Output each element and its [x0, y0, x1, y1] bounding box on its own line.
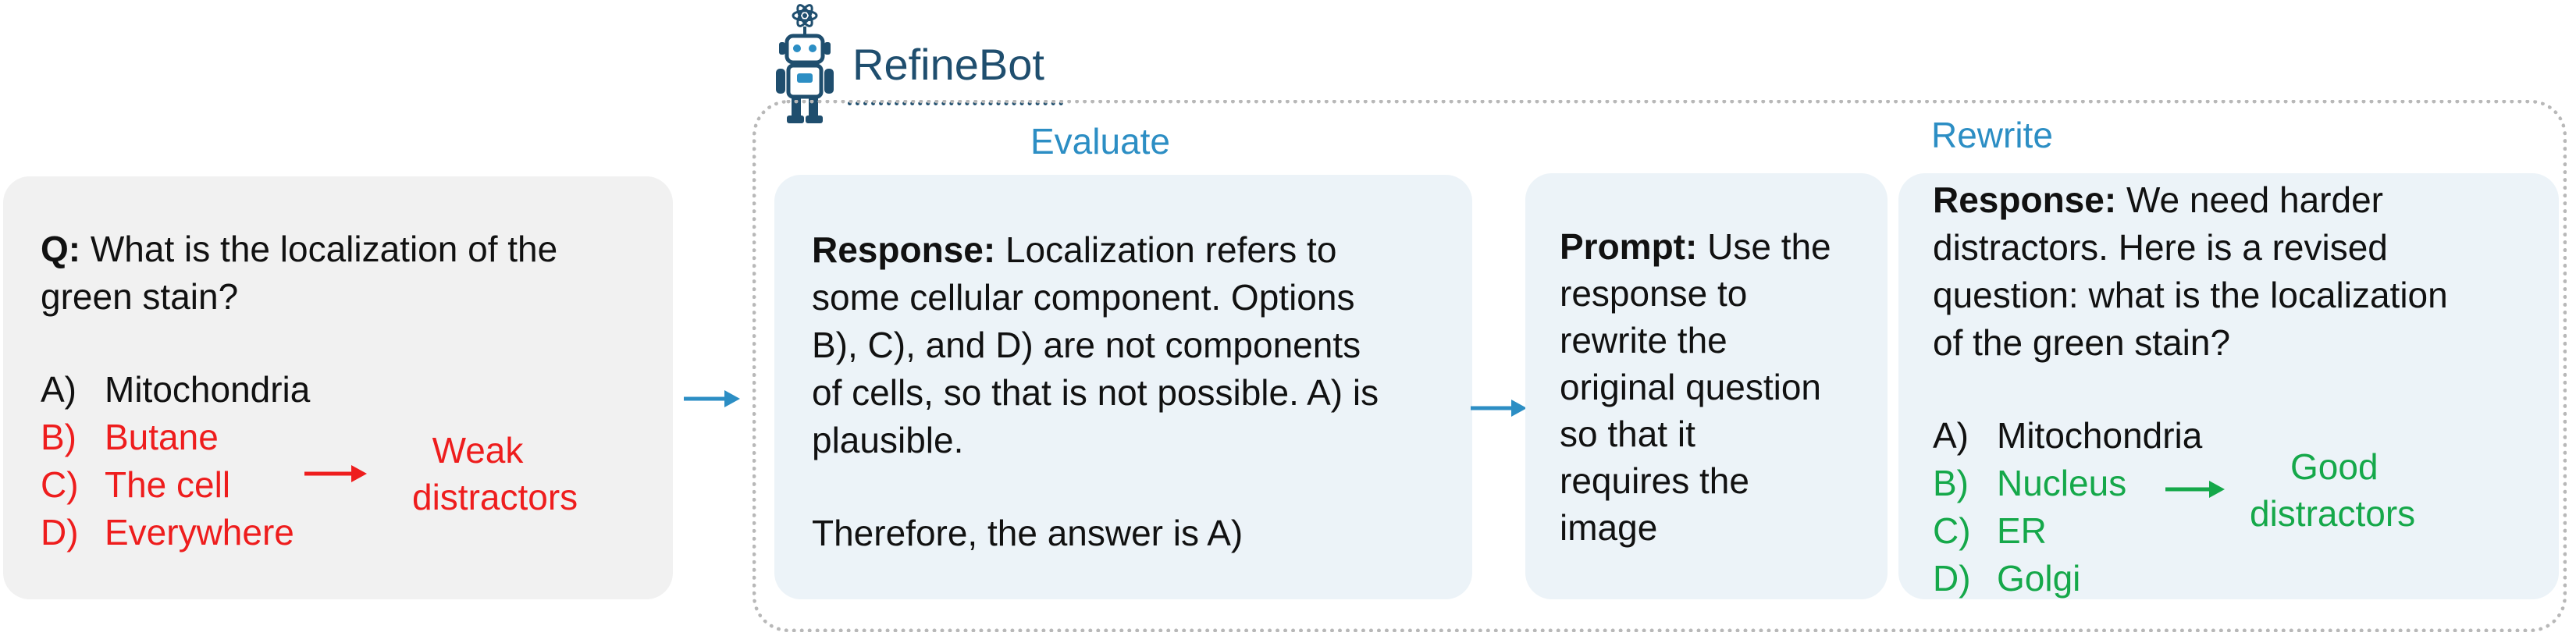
prompt-line-2: response to — [1560, 273, 1748, 314]
option-text: Mitochondria — [1997, 415, 2203, 456]
evaluate-conclusion: Therefore, the answer is A) — [812, 513, 1244, 553]
rewrite-label: Rewrite — [1931, 115, 2053, 155]
question-option-b: B) Butane — [41, 414, 219, 461]
weak-arrow-icon — [304, 465, 367, 482]
option-text: Nucleus — [1997, 463, 2127, 503]
prompt-line-5: so that it — [1560, 414, 1695, 454]
option-letter: D) — [41, 512, 79, 553]
option-text: ER — [1997, 510, 2047, 551]
evaluate-text-1: Localization refers to — [995, 229, 1337, 270]
question-option-a: A) Mitochondria — [41, 366, 310, 414]
evaluate-line-3: B), C), and D) are not components — [812, 325, 1361, 365]
option-letter: B) — [1933, 463, 1969, 503]
robot-icon — [776, 4, 834, 123]
evaluate-line-4: of cells, so that is not possible. A) is — [812, 372, 1379, 413]
question-line-1: Q: What is the localization of the — [41, 226, 557, 273]
option-text: Mitochondria — [105, 369, 311, 410]
good-distractors-line-2: distractors — [2250, 493, 2416, 534]
weak-distractors-line-1: Weak — [432, 430, 524, 471]
good-arrow-icon — [2165, 481, 2225, 498]
rewrite-card — [1898, 173, 2559, 599]
rewrite-text-1: We need harder — [2116, 179, 2383, 220]
refinebot-frame — [753, 100, 2567, 632]
question-option-d: D) Everywhere — [41, 509, 294, 556]
flow-arrow-icon — [1471, 400, 1527, 417]
rewrite-response-label: Response: — [1933, 179, 2117, 220]
option-text: The cell — [105, 464, 231, 505]
evaluate-label: Evaluate — [1030, 121, 1171, 162]
flow-arrow-icon — [684, 390, 740, 407]
evaluate-line-5: plausible. — [812, 420, 964, 460]
evaluate-line-2: some cellular component. Options — [812, 277, 1355, 318]
option-text: Golgi — [1997, 558, 2081, 599]
brand-title: RefineBot — [852, 40, 1044, 89]
rewrite-line-2: distractors. Here is a revised — [1933, 227, 2388, 268]
prompt-label: Prompt: — [1560, 226, 1698, 267]
option-letter: A) — [41, 369, 76, 410]
prompt-line-4: original question — [1560, 367, 1822, 407]
weak-distractors-line-2: distractors — [412, 477, 578, 517]
good-distractors-line-1: Good — [2290, 446, 2379, 487]
evaluate-card — [774, 175, 1472, 599]
option-letter: C) — [1933, 510, 1971, 551]
prompt-text-1: Use the — [1697, 226, 1831, 267]
question-option-c: C) The cell — [41, 461, 230, 509]
rewrite-option-a: A) Mitochondria — [1933, 412, 2202, 460]
question-label: Q: — [41, 229, 81, 269]
option-text: Everywhere — [105, 512, 294, 553]
option-text: Butane — [105, 417, 219, 457]
question-text-1: What is the localization of the — [90, 229, 558, 269]
option-letter: A) — [1933, 415, 1969, 456]
option-letter: D) — [1933, 558, 1971, 599]
question-line-2: green stain? — [41, 276, 239, 317]
rewrite-line-3: question: what is the localization — [1933, 275, 2448, 315]
prompt-line-7: image — [1560, 507, 1658, 548]
prompt-line-6: requires the — [1560, 460, 1749, 501]
question-card — [3, 176, 673, 599]
prompt-line-1: Prompt: Use the — [1560, 223, 1831, 271]
rewrite-line-4: of the green stain? — [1933, 322, 2231, 363]
option-letter: C) — [41, 464, 79, 505]
rewrite-option-c: C) ER — [1933, 507, 2047, 555]
prompt-line-3: rewrite the — [1560, 320, 1727, 361]
prompt-card — [1525, 173, 1888, 599]
evaluate-line-1: Response: Localization refers to — [812, 226, 1336, 274]
rewrite-option-d: D) Golgi — [1933, 555, 2080, 602]
rewrite-line-1: Response: We need harder — [1933, 176, 2383, 224]
rewrite-option-b: B) Nucleus — [1933, 460, 2126, 507]
evaluate-response-label: Response: — [812, 229, 996, 270]
option-letter: B) — [41, 417, 76, 457]
